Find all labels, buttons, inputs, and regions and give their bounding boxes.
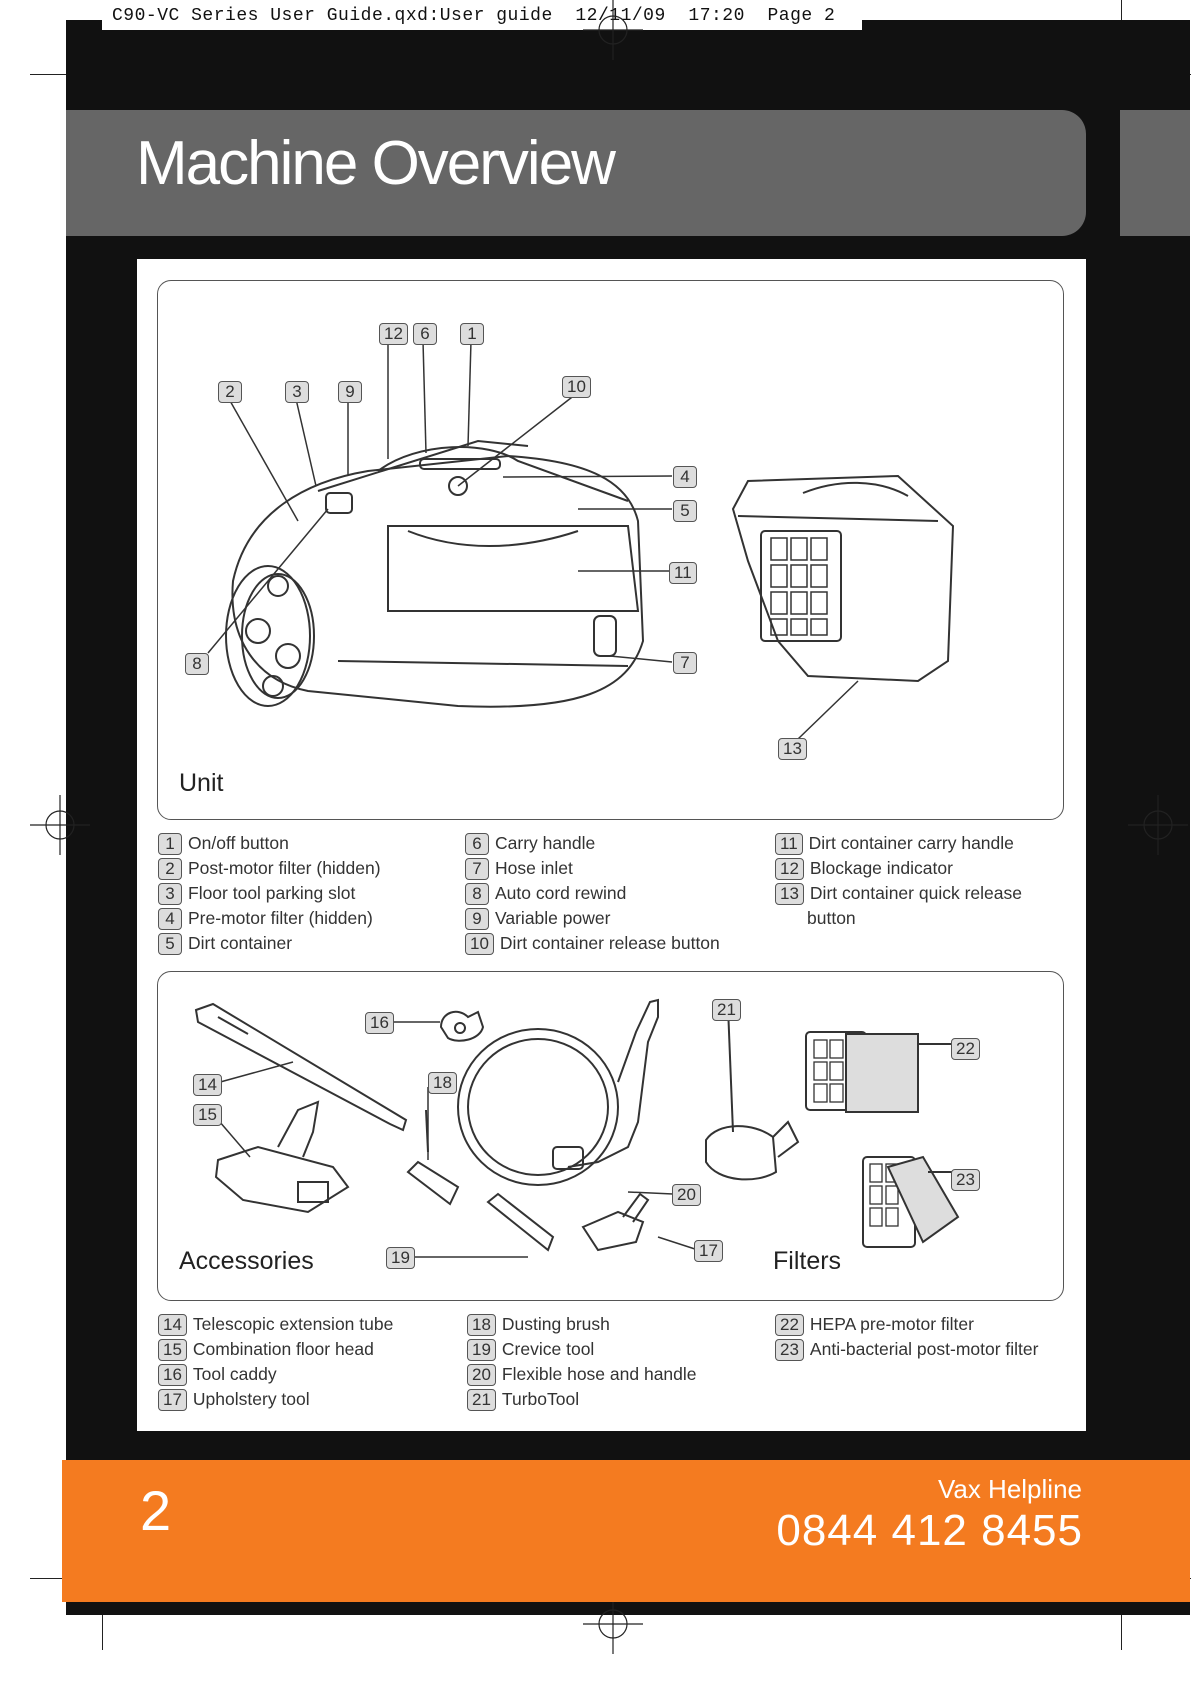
callout-14: 14: [193, 1074, 222, 1096]
registration-mark-icon: [30, 795, 90, 855]
title-band: [66, 110, 1086, 236]
callout-12: 12: [379, 323, 408, 345]
accessories-label: Accessories: [179, 1247, 314, 1275]
footer-band: [62, 1460, 1190, 1602]
callout-3: 3: [285, 381, 309, 403]
legend-item-continuation: button: [807, 908, 856, 928]
registration-mark-icon: [583, 0, 643, 60]
page-number: 2: [140, 1479, 172, 1542]
callout-8: 8: [185, 653, 209, 675]
page-title: Machine Overview: [136, 129, 616, 198]
callout-1: 1: [460, 323, 484, 345]
callout-11: 11: [669, 562, 697, 584]
crop-mark: [102, 1590, 103, 1650]
unit-label: Unit: [179, 769, 224, 797]
accessories-panel: 16 14 18 15 21 22 20 23 19 17 Accessorie…: [157, 971, 1064, 1301]
print-slug: C90-VC Series User Guide.qxd:User guide …: [102, 2, 862, 30]
callout-9: 9: [338, 381, 362, 403]
callout-13: 13: [778, 738, 807, 760]
registration-mark-icon: [1128, 795, 1188, 855]
callout-20: 20: [672, 1184, 701, 1206]
callout-10: 10: [562, 376, 591, 398]
vacuum-unit-illustration: [207, 340, 955, 740]
helpline-label: Vax Helpline: [937, 1474, 1082, 1504]
accessories-illustration: [194, 998, 960, 1258]
callout-21: 21: [712, 999, 741, 1021]
callout-18: 18: [428, 1072, 457, 1094]
registration-mark-icon: [583, 1594, 643, 1654]
title-band-edge: [1120, 110, 1190, 236]
callout-16: 16: [365, 1012, 394, 1034]
callout-15: 15: [193, 1104, 222, 1126]
callout-19: 19: [386, 1247, 415, 1269]
callout-7: 7: [673, 652, 697, 674]
callout-6: 6: [413, 323, 437, 345]
callout-5: 5: [673, 500, 697, 522]
crop-mark: [1121, 1590, 1122, 1650]
callout-2: 2: [218, 381, 242, 403]
callout-23: 23: [951, 1169, 980, 1191]
helpline-phone[interactable]: 0844 412 8455: [776, 1506, 1083, 1555]
callout-17: 17: [694, 1240, 723, 1262]
crop-mark: [30, 74, 90, 75]
filters-label: Filters: [773, 1247, 842, 1275]
callout-22: 22: [951, 1038, 980, 1060]
callout-4: 4: [673, 466, 697, 488]
crop-mark: [30, 1578, 90, 1579]
unit-panel: 12 6 1 2 3 9 10 4 5 11 8 7 13 Unit: [157, 280, 1064, 820]
